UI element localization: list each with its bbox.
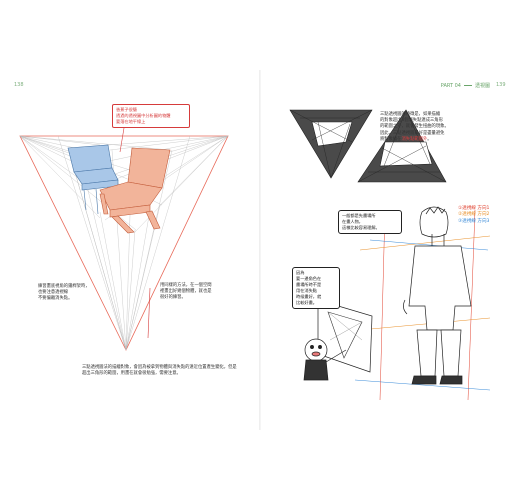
orange-chair xyxy=(99,147,171,234)
three-point-perspective-diagram xyxy=(19,127,229,351)
blue-chair xyxy=(67,144,119,215)
distortion-diagram-inverted xyxy=(289,109,373,179)
callout-leaders xyxy=(119,127,151,339)
chapter-header: PART 04 透視圖 xyxy=(441,82,490,89)
bottom-note-three-point: 三點透視圖法的描繪對象，會因為被拿到物體與消失點的遠近位置產生變化，但是 超出三… xyxy=(82,365,237,377)
top-callout: 香蕉子很簡 透過的透視圖中分析圖的物體 要落在地平線上 xyxy=(112,104,190,128)
legend-direction-1: ①透視線 方向1 xyxy=(458,206,490,211)
left-note-steel-frame: 練習畫底視角的鐵桿架時， 也要注意透視線 不要偏離消失點。 xyxy=(38,284,90,302)
boy-perspective-guides xyxy=(354,209,491,401)
right-note-distortion: 三點透視圖的特徵是，如果描繪 的對象超出3個消失點連成三角形 的範圍之外，就會發… xyxy=(380,112,498,143)
right-page-number: 139 xyxy=(496,82,506,88)
left-page-number: 138 xyxy=(14,82,24,88)
boy-speech-bubble: 一般都是先畫場所 在畫人物， 這樣比較容易理解。 xyxy=(338,210,402,234)
header-title: 透視圖 xyxy=(474,83,490,89)
perspective-triangle xyxy=(19,135,229,351)
right-note-text: 三點透視圖的特徵是，如果描繪 的對象超出3個消失點連成三角形 的範圍之外，就會發… xyxy=(380,112,449,142)
legend-direction-3: ③透視線 方向3 xyxy=(458,218,490,224)
page-gutter xyxy=(259,70,261,430)
header-part: PART 04 xyxy=(440,83,461,89)
right-note-multiple-objects: 用同樣的方法，在一個空間 裡畫出好幾個物體，就也是 很好的練習。 xyxy=(160,283,212,301)
legend-direction-2: ②透視線 方向2 xyxy=(458,212,490,218)
vanishing-lines-bottom xyxy=(57,135,191,351)
boy-illustration xyxy=(403,206,472,385)
perspective-legend: ①透視線 方向1 ②透視線 方向2 ③透視線 方向3 xyxy=(458,206,489,225)
note-highlight: 消失點範圍外 xyxy=(401,136,428,142)
small-character-illustration xyxy=(303,299,373,381)
character-speech-bubble: 因為 要一邊角色在 畫場所時不是 用在消失點 時候畫好，就 比較好畫。 xyxy=(292,267,340,309)
